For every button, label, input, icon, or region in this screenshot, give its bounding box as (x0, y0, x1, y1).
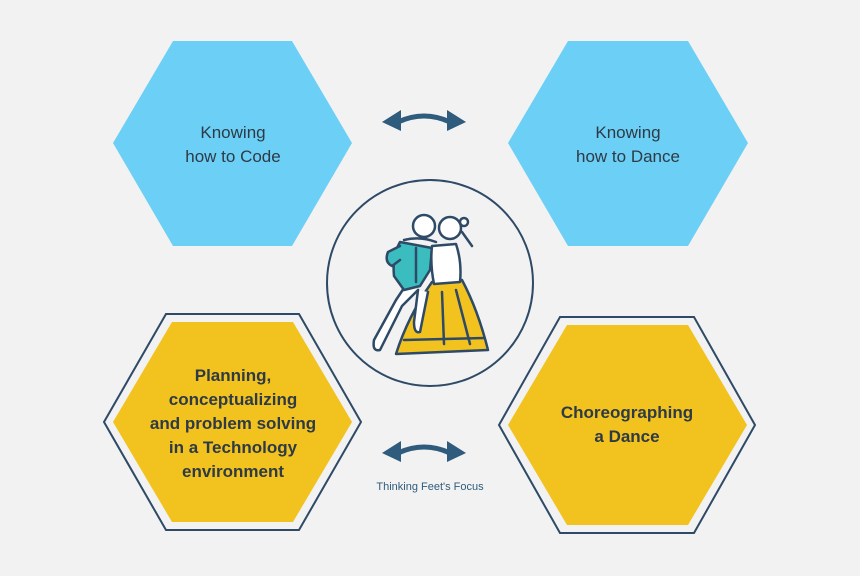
double-arrow-icon (382, 441, 466, 462)
hexagon-dance (508, 41, 748, 246)
hexagon-planning-outline (102, 313, 363, 531)
hexagon-code (113, 41, 352, 246)
double-arrow-icon (382, 110, 466, 131)
dancing-couple-icon (372, 213, 490, 356)
hexagon-choreo-outline (497, 316, 757, 534)
focus-caption: Thinking Feet's Focus (376, 481, 484, 493)
hexagon-planning (113, 322, 352, 522)
hexagon-choreo (508, 325, 747, 525)
